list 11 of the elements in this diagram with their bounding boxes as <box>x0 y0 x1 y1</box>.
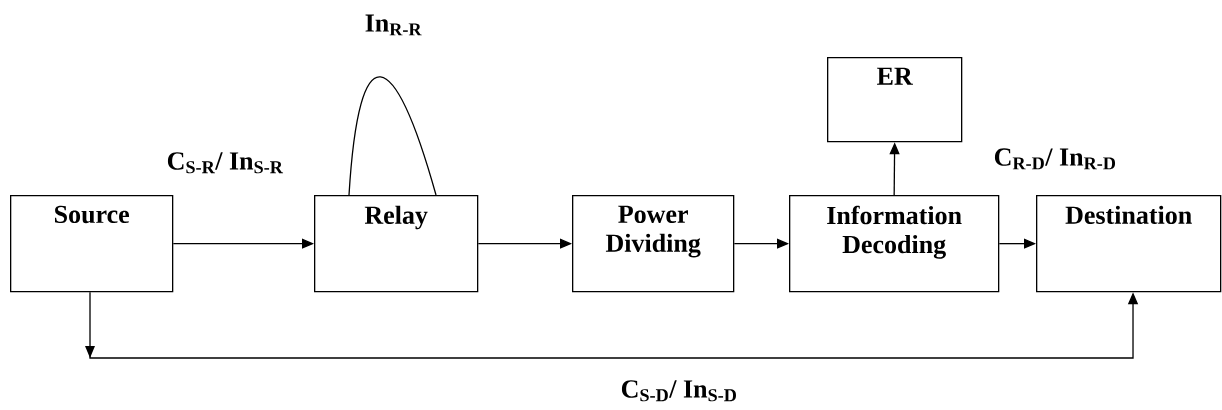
process-box: ER <box>827 57 963 143</box>
process-box: Source <box>10 195 174 293</box>
process-box: Power Dividing <box>572 195 735 293</box>
edge-label: C$_{R-D}$/ In$_{R-D}$ <box>991 146 1119 172</box>
process-box: Information Decoding <box>789 195 1000 293</box>
process-box: Destination <box>1036 195 1222 293</box>
loop-curve <box>348 76 437 196</box>
edge-label: C$_{S-R}$/ In$_{S-R}$ <box>164 150 286 176</box>
edge-label: In$_{R-R}$ <box>362 12 425 38</box>
edge-label: C$_{S-D}$/ In$_{S-D}$ <box>618 378 740 404</box>
process-box: Relay <box>314 195 479 293</box>
